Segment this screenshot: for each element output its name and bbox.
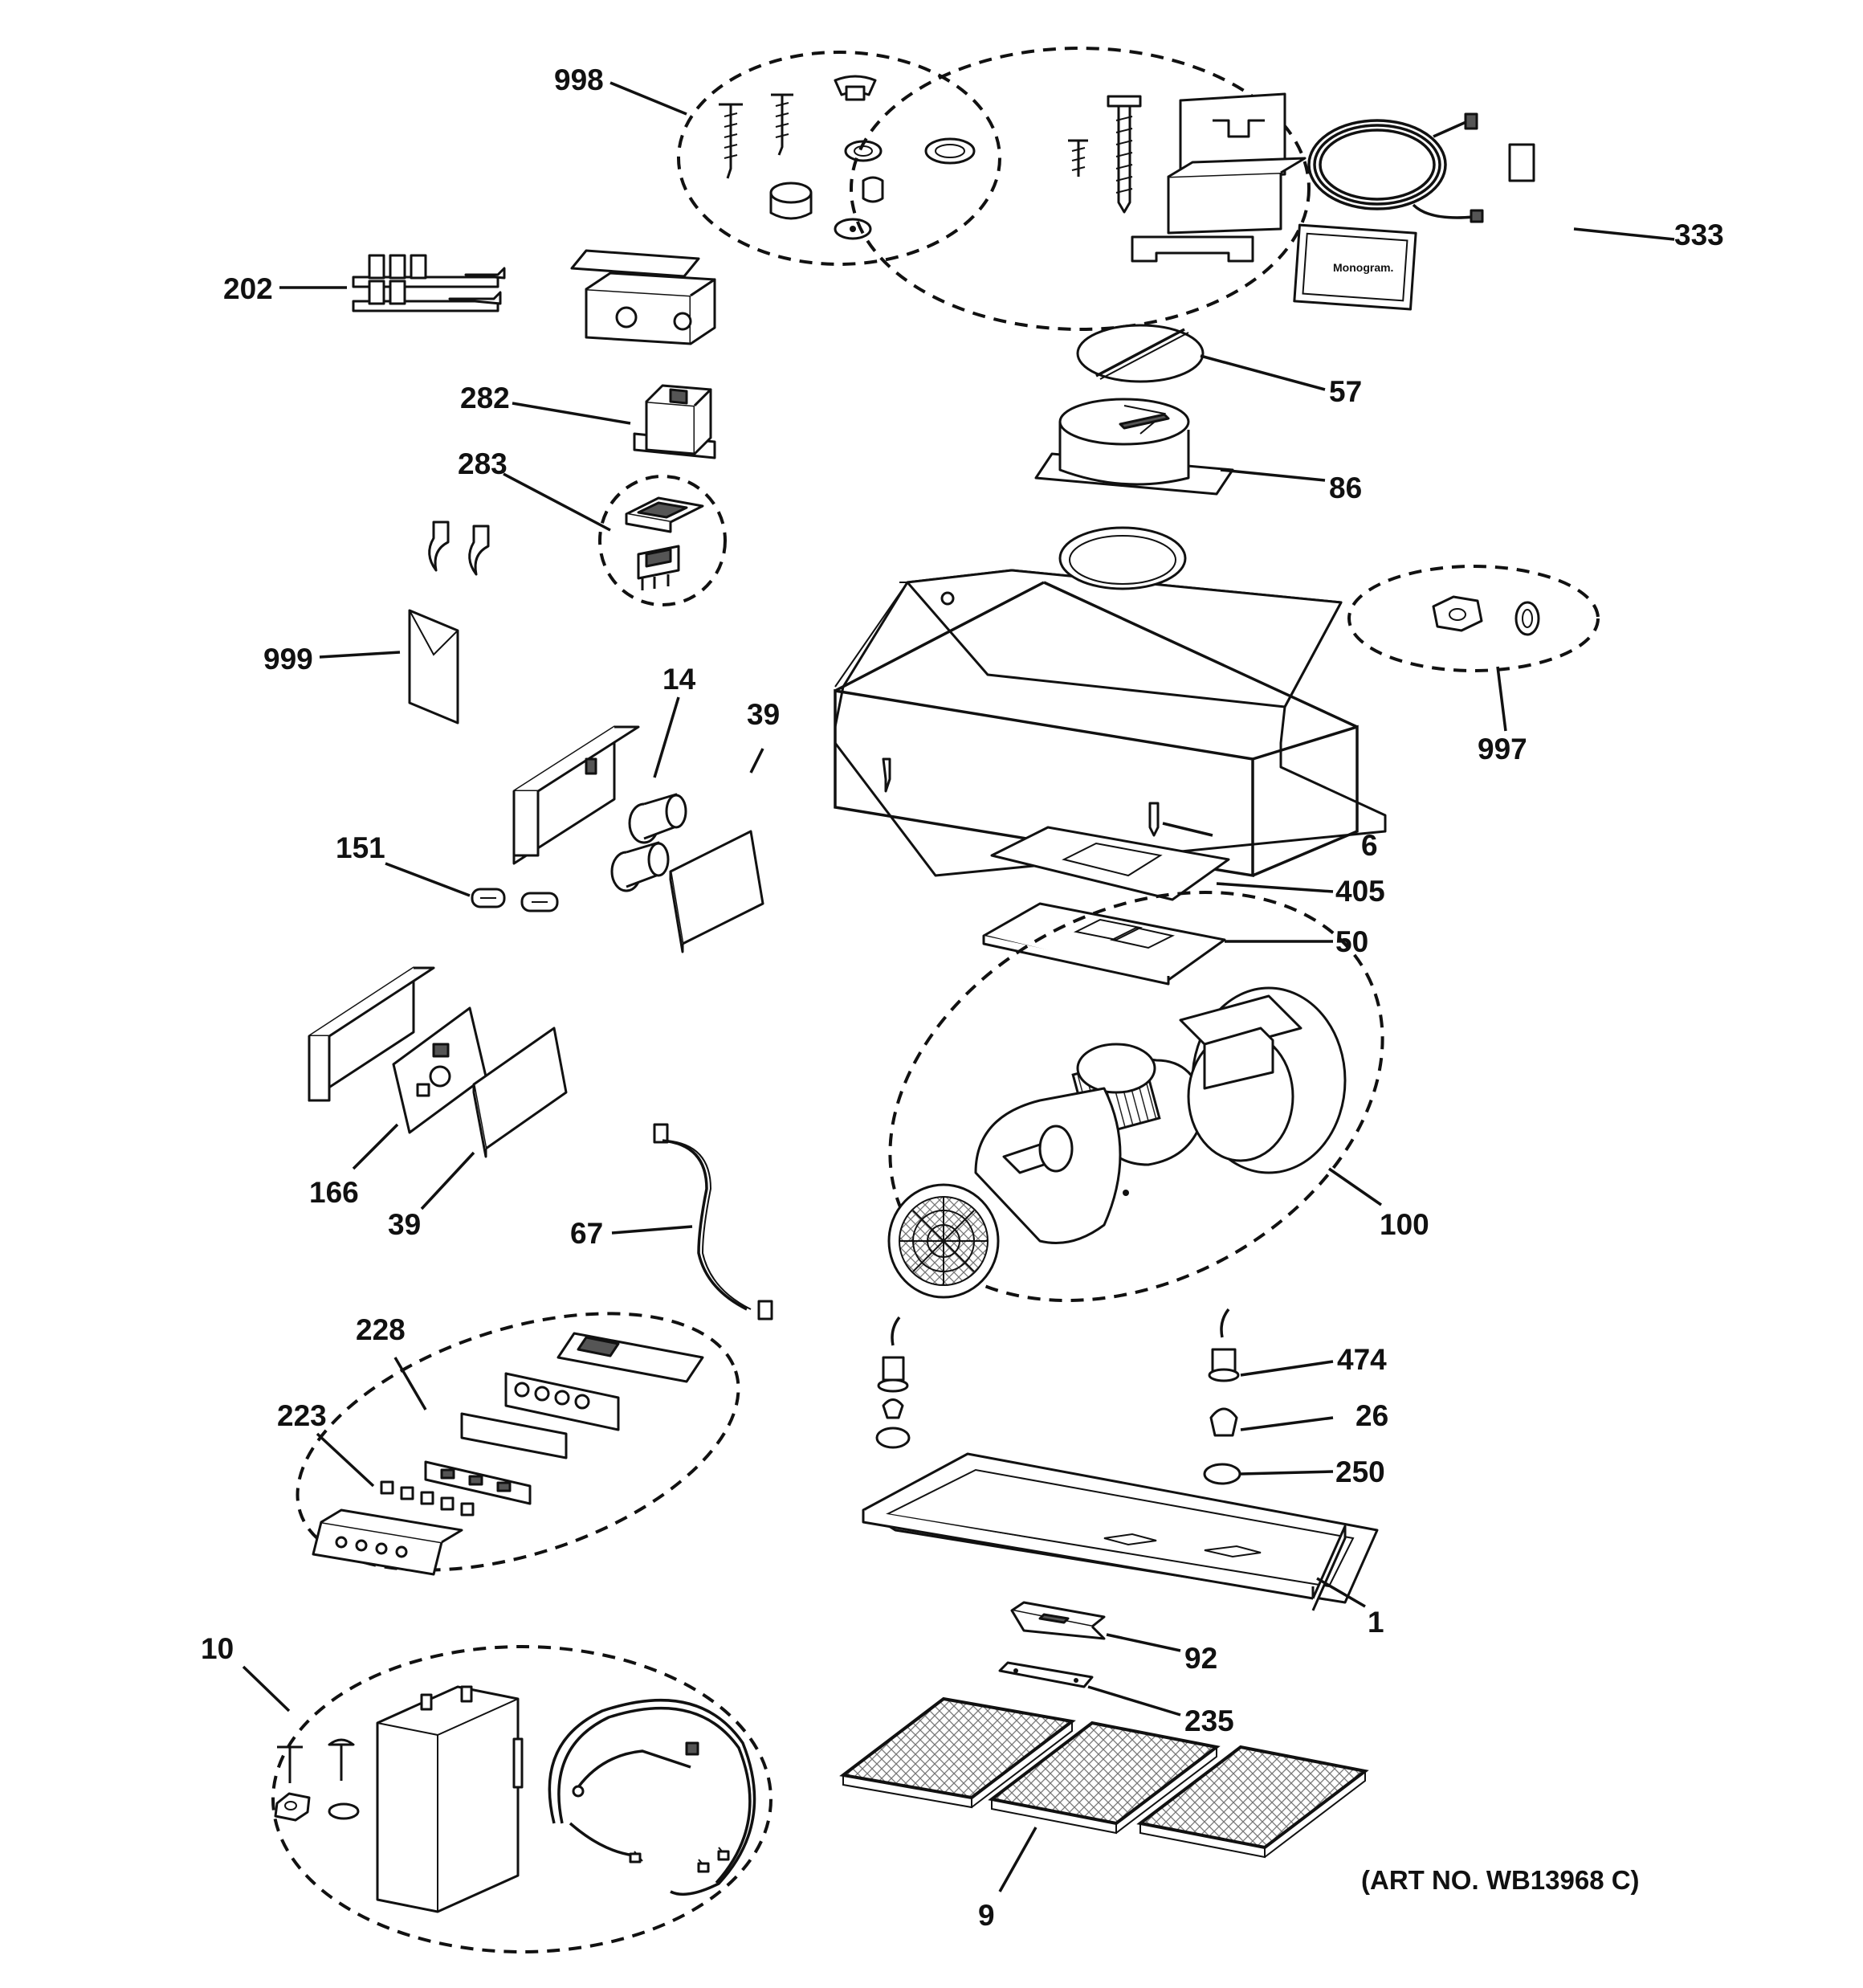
callout-202: 202 [223, 272, 273, 305]
control-box-lower[interactable] [308, 966, 435, 1102]
callout-labels: 998 333 202 57 282 86 283 997 999 14 39 … [201, 63, 1724, 1932]
connector-icon [1508, 143, 1535, 182]
callout-10: 10 [201, 1632, 234, 1665]
callout-333: 333 [1674, 218, 1724, 251]
leader-lines [242, 81, 1675, 1892]
part-283-switch-assembly[interactable] [598, 475, 727, 606]
part-50-mounting-plate[interactable] [982, 902, 1226, 986]
callout-9: 9 [978, 1899, 995, 1932]
badge-logo-text: Monogram. [1333, 261, 1393, 274]
part-228-control-panel-group[interactable] [266, 1264, 771, 1619]
callout-283: 283 [458, 447, 508, 480]
part-39-cover-lower[interactable] [472, 1027, 568, 1158]
art-number: (ART NO. WB13968 C) [1361, 1865, 1640, 1895]
callout-1: 1 [1368, 1606, 1384, 1639]
part-202-terminal-strips[interactable] [352, 254, 506, 312]
lamp-socket-left[interactable] [875, 1316, 911, 1449]
callout-57: 57 [1329, 375, 1362, 408]
callout-67: 67 [570, 1217, 603, 1250]
cable-clamps[interactable] [428, 520, 490, 576]
part-282-transformer[interactable] [633, 384, 716, 459]
part-14-capacitors[interactable] [610, 793, 687, 892]
callout-998: 998 [554, 63, 604, 96]
part-474-lamp-socket[interactable] [1208, 1308, 1240, 1382]
callout-86: 86 [1329, 471, 1362, 504]
part-166-circuit-board[interactable] [392, 1006, 487, 1134]
part-10-power-kit[interactable] [271, 1645, 773, 1953]
part-999-literature[interactable] [408, 609, 459, 725]
callout-26: 26 [1355, 1399, 1388, 1432]
screw-icon [719, 93, 793, 179]
part-6-clip[interactable] [1148, 802, 1160, 837]
mounting-bracket-icon [1131, 92, 1307, 263]
hood-housing[interactable] [834, 526, 1387, 878]
part-9-grease-filters[interactable] [839, 1696, 1369, 1859]
part-235-bracket[interactable] [998, 1661, 1094, 1688]
monogram-badge-icon: Monogram. [1293, 223, 1417, 311]
callout-50: 50 [1335, 925, 1368, 958]
power-module-icon [376, 1685, 524, 1913]
part-997-nut-washer[interactable] [1347, 565, 1600, 672]
part-86-damper-collar[interactable] [1034, 398, 1234, 496]
part-92-light-housing[interactable] [1010, 1601, 1106, 1640]
callout-474: 474 [1337, 1343, 1387, 1376]
part-100-blower-assembly[interactable] [819, 810, 1453, 1382]
power-cord-coil-icon [1307, 112, 1484, 223]
callout-39-upper: 39 [747, 698, 780, 731]
callout-39-lower: 39 [388, 1208, 421, 1241]
part-67-wire-harness[interactable] [653, 1123, 773, 1321]
callout-405: 405 [1335, 875, 1385, 908]
part-223-knobs [380, 1480, 475, 1517]
hardware-kit-998[interactable] [677, 51, 1001, 266]
part-151-fuse-holders[interactable] [471, 888, 559, 912]
part-26-bulb[interactable] [1209, 1407, 1238, 1437]
callout-999: 999 [263, 643, 313, 676]
junction-box[interactable] [570, 249, 716, 345]
installation-kit-333[interactable]: Monogram. [850, 47, 1535, 331]
callout-151: 151 [336, 831, 385, 864]
control-box-upper[interactable] [512, 725, 640, 865]
bushing-icon [769, 176, 884, 220]
callout-223: 223 [277, 1399, 327, 1432]
part-39-cover-upper[interactable] [669, 830, 764, 953]
callout-166: 166 [309, 1176, 359, 1209]
wing-nut-icon [834, 75, 877, 101]
part-250-ring[interactable] [1203, 1463, 1241, 1485]
callout-100: 100 [1380, 1208, 1429, 1241]
callout-228: 228 [356, 1313, 406, 1346]
part-1-bottom-frame[interactable] [862, 1452, 1379, 1611]
power-cable-icon [548, 1698, 756, 1896]
callout-282: 282 [460, 382, 510, 414]
callout-14: 14 [662, 663, 696, 696]
callout-250: 250 [1335, 1455, 1385, 1488]
callout-92: 92 [1184, 1642, 1217, 1675]
part-405-gasket[interactable] [990, 826, 1230, 901]
callout-235: 235 [1184, 1704, 1234, 1737]
screw-icon [1068, 95, 1142, 214]
callout-6: 6 [1361, 829, 1378, 862]
bolt-icon [274, 1738, 360, 1822]
part-57-damper-flap[interactable] [1076, 324, 1205, 383]
flat-washer-icon [924, 137, 976, 165]
callout-997: 997 [1478, 733, 1527, 765]
